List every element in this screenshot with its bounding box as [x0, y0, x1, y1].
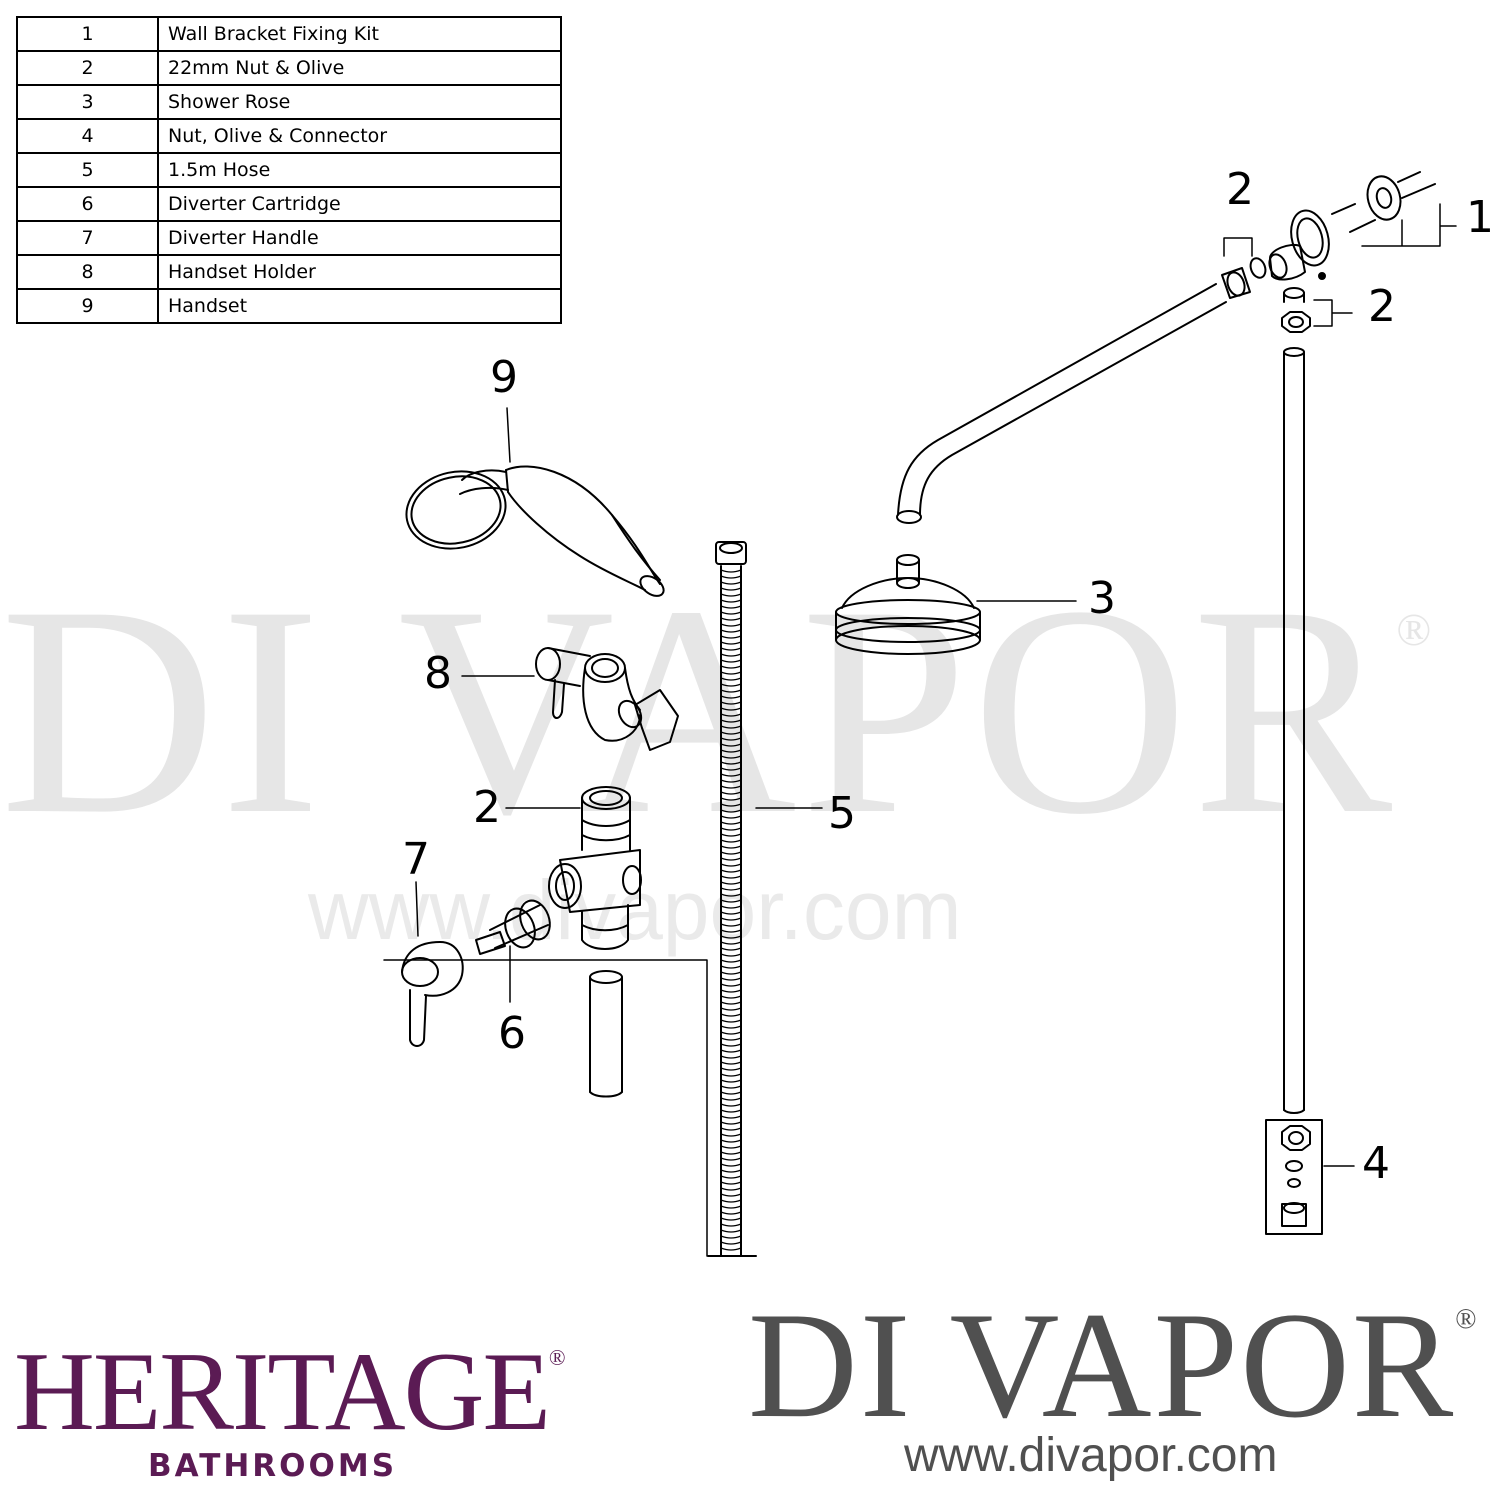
watermark-logo: DI VAPOR®: [0, 560, 1500, 860]
diverter-handle-drawing: [401, 941, 464, 1047]
shower-rose-drawing: [835, 554, 981, 655]
part-number: 2: [16, 50, 159, 86]
part-description: Wall Bracket Fixing Kit: [157, 16, 562, 52]
heritage-registered-mark: ®: [548, 1345, 566, 1370]
part-number: 7: [16, 220, 159, 256]
part-number: 8: [16, 254, 159, 290]
connector-kit-drawing: [1265, 1119, 1323, 1235]
part-description: 1.5m Hose: [157, 152, 562, 188]
leader-lines: [383, 203, 1457, 1257]
heritage-subtitle: BATHROOMS: [148, 1448, 398, 1484]
shower-arm-drawing: [896, 283, 1227, 524]
part-number: 6: [16, 186, 159, 222]
callout-2-right: 2: [1368, 281, 1396, 332]
part-description: 22mm Nut & Olive: [157, 50, 562, 86]
callout-9: 9: [490, 352, 518, 403]
wall-bracket-drawing: [1221, 171, 1436, 333]
diverter-cartridge-drawing: [475, 899, 551, 955]
part-number: 1: [16, 16, 159, 52]
callout-7: 7: [402, 834, 430, 885]
watermark-logo-text: DI VAPOR: [0, 544, 1397, 876]
part-description: Handset Holder: [157, 254, 562, 290]
part-description: Diverter Cartridge: [157, 186, 562, 222]
diverter-body-drawing: [548, 786, 642, 950]
callout-4: 4: [1362, 1138, 1390, 1189]
watermark-registered-mark: ®: [1396, 604, 1436, 655]
part-number: 3: [16, 84, 159, 120]
handset-drawing: [405, 465, 665, 597]
part-description: Handset: [157, 288, 562, 324]
callout-3: 3: [1088, 573, 1116, 624]
divapor-registered-mark: ®: [1455, 1304, 1479, 1335]
callout-8: 8: [424, 648, 452, 699]
part-number: 5: [16, 152, 159, 188]
hose-drawing: [707, 541, 757, 1257]
heritage-logo-text: HERITAGE: [14, 1330, 551, 1454]
callout-5: 5: [828, 788, 856, 839]
part-number: 9: [16, 288, 159, 324]
callout-6: 6: [498, 1008, 526, 1059]
divapor-logo: DI VAPOR®: [748, 1289, 1479, 1441]
riser-pipe-drawing: [1283, 347, 1305, 1114]
handset-holder-drawing: [535, 647, 679, 751]
divapor-url: www.divapor.com: [904, 1429, 1278, 1482]
callout-1: 1: [1466, 192, 1494, 243]
short-pipe-drawing: [589, 970, 623, 1098]
divapor-logo-text: DI VAPOR: [748, 1281, 1456, 1449]
heritage-logo: HERITAGE®: [14, 1336, 566, 1448]
callout-2-top: 2: [1226, 164, 1254, 215]
callout-2-left: 2: [473, 782, 501, 833]
part-description: Nut, Olive & Connector: [157, 118, 562, 154]
part-description: Diverter Handle: [157, 220, 562, 256]
part-description: Shower Rose: [157, 84, 562, 120]
part-number: 4: [16, 118, 159, 154]
